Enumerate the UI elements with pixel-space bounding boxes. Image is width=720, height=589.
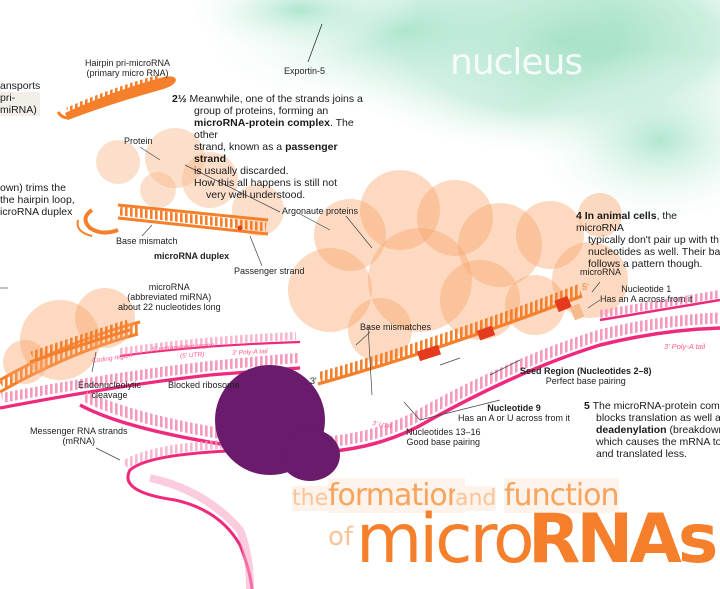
transports-text: ansports pri-miRNA)	[0, 80, 40, 116]
step-2-5-line1: Meanwhile, one of the strands joins a	[189, 93, 363, 105]
step-4-text: 4 In animal cells, the microRNA typicall…	[576, 210, 720, 270]
step-4-line1: , the microRNA	[576, 210, 677, 234]
step-4-line4: follows a pattern though.	[588, 258, 703, 270]
step-2-5-text: 2½ Meanwhile, one of the strands joins a…	[172, 93, 372, 201]
step-2-5-line3-bold: microRNA-protein complex	[194, 117, 330, 129]
endo-line1: Endonucleolytic	[78, 380, 142, 390]
mirna-left-title: microRNA	[148, 282, 190, 292]
step-2-5-line4: strand, known as a	[194, 141, 283, 153]
exportin-pointer	[307, 23, 323, 63]
step-2-5-line2: group of proteins, forming an	[194, 105, 329, 117]
argonaute-label: Argonaute proteins	[282, 206, 359, 216]
five-prime-label: 5'	[582, 282, 589, 292]
title-the: the	[292, 486, 329, 511]
endo-line2: cleavage	[91, 390, 128, 400]
title-rnas: RNAs	[528, 500, 718, 579]
nucleotide-9-label: Nucleotide 9 Has an A or U across from i…	[458, 403, 570, 423]
step-5-line2: blocks translation as well as	[596, 412, 720, 424]
nucleus-background	[180, 0, 720, 230]
right-bound-microrna	[317, 284, 585, 386]
hairpin-title: Hairpin pri-microRNA	[85, 58, 171, 68]
protein-blobs-middle	[96, 128, 284, 236]
passenger-label: Passenger strand	[234, 266, 305, 276]
three-prime-label: 3'	[310, 376, 317, 386]
blocked-ribosome-label: Blocked ribosome	[168, 380, 240, 390]
hairpin-pri-microrna	[56, 74, 176, 120]
endo-label: Endonucleolytic cleavage	[78, 380, 141, 400]
mrna-label: Messenger RNA strands (mRNA)	[30, 426, 128, 446]
protein-label: Protein	[124, 136, 153, 146]
mirna-left-line3: about 22 nucleotides long	[118, 302, 221, 312]
step-2-5-line3-rest: . The other	[194, 117, 354, 141]
step-5-line5: and translated less.	[596, 448, 688, 460]
seed-region-label: Seed Region (Nucleotides 2–8) Perfect ba…	[520, 366, 652, 386]
step-2-5-line6: How this all happens is still not	[194, 177, 337, 189]
nucleotide-9-sub: Has an A or U across from it	[458, 413, 571, 423]
step-4-line3: nucleotides as well. Their bas	[588, 246, 720, 258]
polya-right-label: 3' Poly-A tail	[664, 342, 706, 351]
left-bound-microrna	[29, 319, 131, 364]
nucleotides-13-16-title: Nucleotides 13–16	[406, 427, 481, 437]
duplex-label: microRNA duplex	[154, 251, 230, 261]
nucleotides-13-16-sub: Good base pairing	[406, 437, 481, 447]
nucleotide-1-label: Nucleotide 1 Has an A across from it	[600, 284, 693, 304]
step-4-bold: In animal cells	[584, 210, 657, 222]
step-2-5-number: 2½	[172, 93, 187, 105]
seed-sub: Perfect base pairing	[545, 376, 626, 386]
base-mismatch-label: Base mismatch	[116, 236, 178, 246]
base-mismatches-label: Base mismatches	[360, 322, 432, 332]
mirna-left-label: microRNA (abbreviated miRNA) about 22 nu…	[118, 282, 221, 312]
step-2-5-line5: is usually discarded.	[194, 165, 289, 177]
mirna-left-line2: (abbreviated miRNA)	[127, 292, 212, 302]
step-2-5-line7: very well understood.	[206, 189, 306, 201]
hairpin-label: Hairpin pri-microRNA (primary micro RNA)	[85, 58, 170, 78]
seed-title: Seed Region (Nucleotides 2–8)	[520, 366, 652, 376]
microrna-duplex	[76, 203, 269, 237]
step-4-line2: typically don't pair up with th	[588, 234, 719, 246]
nucleotide-9-title: Nucleotide 9	[487, 403, 541, 413]
nucleotides-13-16-label: Nucleotides 13–16 Good base pairing	[406, 427, 481, 447]
nucleus-label: nucleus	[450, 42, 583, 83]
trims-line1: own) trims the	[0, 182, 66, 194]
title-function: function	[504, 478, 620, 513]
step-5-line3-bold: deadenylation	[596, 424, 667, 436]
a-mark: A	[578, 323, 584, 332]
step-2-5-line4-bold: passenger strand	[194, 141, 338, 165]
title-of: of	[328, 522, 354, 552]
blocked-ribosome	[215, 365, 340, 481]
leader-lines	[0, 146, 601, 461]
trims-text: own) trims the the hairpin loop, icroRNA…	[0, 182, 75, 218]
exportin-label: Exportin-5	[284, 66, 326, 76]
step-4-number: 4	[576, 210, 582, 222]
mrna-subtitle: (mRNA)	[62, 436, 96, 446]
transports-line1: ansports	[0, 80, 41, 92]
step-5-line1: The microRNA-protein com	[592, 400, 720, 412]
step-5-line4: which causes the mRNA to	[596, 436, 720, 448]
hairpin-subtitle: (primary micro RNA)	[86, 68, 169, 78]
title-and: and	[455, 486, 497, 511]
mrna-title: Messenger RNA strands	[30, 426, 128, 436]
nucleotide-1-sub: Has an A across from it	[600, 294, 693, 304]
step-5-number: 5	[584, 400, 590, 412]
trims-line3: icroRNA duplex	[0, 206, 73, 218]
nucleotide-1-title: Nucleotide 1	[621, 284, 672, 294]
trims-line2: the hairpin loop,	[0, 194, 75, 206]
step-5-line3-rest: (breakdown	[666, 424, 720, 436]
title-micro: micro	[356, 500, 535, 579]
title-formation: formation	[328, 478, 466, 513]
mirna-right-label: microRNA	[580, 267, 622, 277]
transports-line2: pri-miRNA)	[0, 92, 40, 116]
step-5-text: 5 The microRNA-protein com blocks transl…	[584, 400, 720, 460]
